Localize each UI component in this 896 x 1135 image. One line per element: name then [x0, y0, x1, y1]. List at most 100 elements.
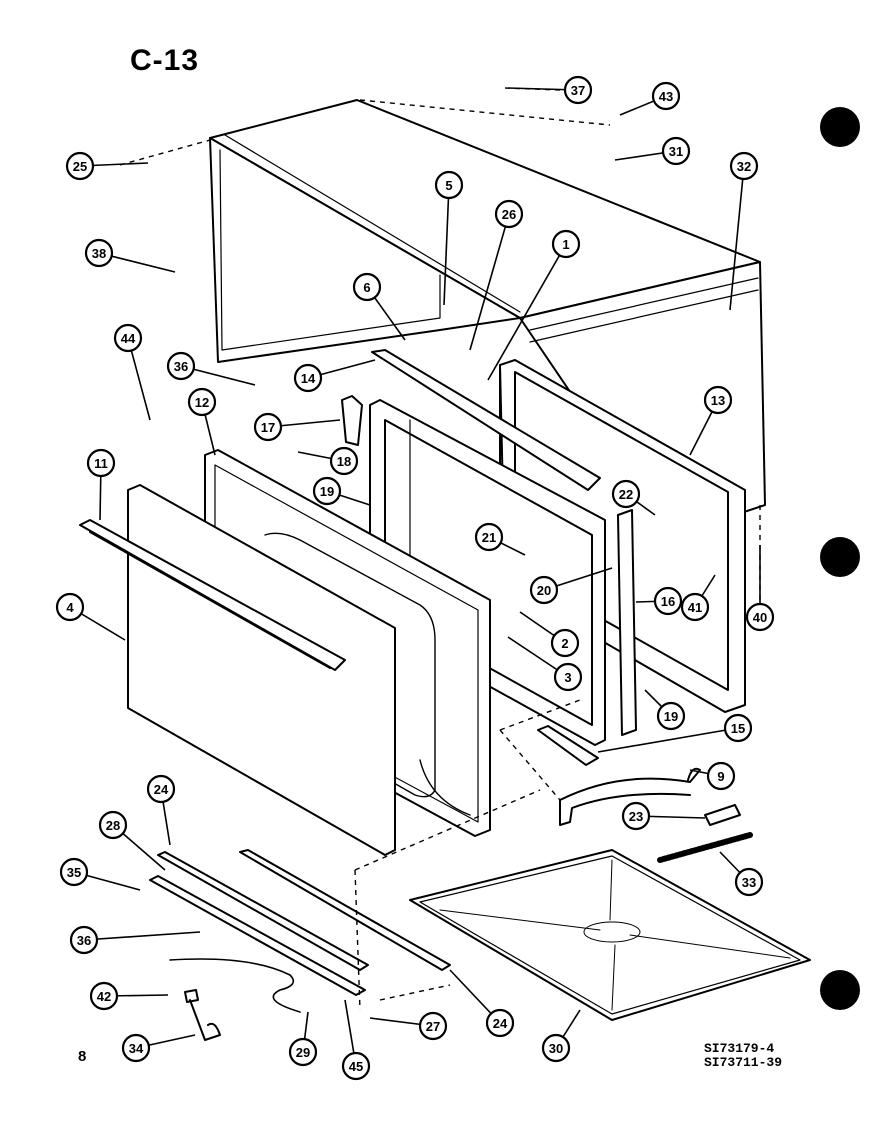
callout-20: 20 — [529, 567, 613, 605]
binder-hole — [820, 970, 860, 1010]
callout-15: 15 — [597, 713, 753, 753]
callout-circle — [551, 229, 581, 259]
callout-5: 5 — [434, 170, 464, 306]
callout-label: 18 — [337, 454, 351, 469]
callout-label: 2 — [561, 636, 568, 651]
callout-label: 37 — [571, 83, 585, 98]
callout-label: 16 — [661, 594, 675, 609]
callout-18: 18 — [297, 446, 359, 476]
callout-circle — [59, 857, 89, 887]
callout-28: 28 — [98, 810, 166, 871]
leader-line — [469, 213, 510, 351]
callout-42: 42 — [89, 981, 169, 1011]
callout-19: 19 — [644, 689, 686, 731]
callout-3: 3 — [507, 636, 583, 692]
callout-label: 42 — [97, 989, 111, 1004]
callout-circle — [288, 1037, 318, 1067]
callout-label: 1 — [562, 237, 569, 252]
callout-label: 38 — [92, 246, 106, 261]
callout-1: 1 — [487, 229, 581, 381]
callout-label: 36 — [174, 359, 188, 374]
callout-circle — [494, 199, 524, 229]
callout-34: 34 — [121, 1033, 196, 1063]
callout-circle — [113, 323, 143, 353]
callout-label: 43 — [659, 89, 673, 104]
callout-label: 30 — [549, 1041, 563, 1056]
callout-label: 15 — [731, 721, 745, 736]
callout-circle — [651, 81, 681, 111]
callout-40: 40 — [745, 545, 775, 632]
callout-31: 31 — [614, 136, 691, 166]
callout-circle — [86, 448, 116, 478]
callout-38: 38 — [84, 238, 176, 273]
callout-circle — [653, 586, 683, 616]
callout-label: 27 — [426, 1019, 440, 1034]
callout-6: 6 — [352, 272, 406, 341]
callout-circle — [65, 151, 95, 181]
callout-circle — [611, 479, 641, 509]
leader-line — [83, 931, 201, 941]
callout-25: 25 — [65, 151, 149, 181]
callout-26: 26 — [469, 199, 524, 351]
callout-circle — [563, 75, 593, 105]
callout-label: 22 — [619, 487, 633, 502]
callout-14: 14 — [293, 359, 376, 393]
cabinet-left-side-panel — [209, 137, 521, 363]
door-handle — [79, 519, 346, 671]
bracket — [341, 395, 363, 446]
callout-circle — [312, 476, 342, 506]
callout-label: 36 — [77, 933, 91, 948]
callout-label: 19 — [664, 709, 678, 724]
binder-hole — [820, 537, 860, 577]
binder-hole — [820, 107, 860, 147]
callout-label: 11 — [94, 456, 108, 471]
liner-strip — [617, 509, 637, 736]
callout-label: 3 — [564, 670, 571, 685]
callout-label: 13 — [711, 393, 725, 408]
callout-label: 4 — [66, 600, 74, 615]
callout-circle — [541, 1033, 571, 1063]
callout-circle — [352, 272, 382, 302]
reference-code-1: SI73179-4 — [704, 1041, 775, 1056]
callout-label: 5 — [445, 178, 452, 193]
bottom-tray — [409, 849, 811, 1021]
callout-circle — [55, 592, 85, 622]
callout-circle — [745, 602, 775, 632]
wire-harness — [169, 958, 301, 1013]
callout-35: 35 — [59, 857, 141, 891]
leader-line — [729, 165, 745, 311]
callout-24: 24 — [146, 774, 176, 846]
callout-41: 41 — [680, 574, 716, 622]
callout-44: 44 — [113, 323, 151, 421]
callout-label: 17 — [261, 420, 275, 435]
hinge-strips — [149, 849, 451, 996]
callout-label: 23 — [629, 809, 643, 824]
callout-circle — [734, 867, 764, 897]
callout-label: 20 — [537, 583, 551, 598]
callout-32: 32 — [729, 151, 759, 311]
callout-label: 31 — [669, 144, 683, 159]
callout-label: 45 — [349, 1059, 363, 1074]
callout-label: 21 — [482, 530, 496, 545]
callout-13: 13 — [689, 385, 733, 456]
callout-circle — [434, 170, 464, 200]
callout-21: 21 — [474, 522, 526, 556]
callout-label: 29 — [296, 1045, 310, 1060]
page-number: 8 — [78, 1048, 87, 1065]
callout-30: 30 — [541, 1009, 581, 1063]
callout-circle — [656, 701, 686, 731]
callout-circle — [98, 810, 128, 840]
callout-9: 9 — [689, 761, 736, 791]
callout-circle — [418, 1011, 448, 1041]
callout-label: 12 — [195, 395, 209, 410]
callout-circle — [121, 1033, 151, 1063]
callout-27: 27 — [369, 1011, 448, 1041]
callout-label: 44 — [121, 331, 136, 346]
callout-label: 9 — [717, 769, 724, 784]
callout-circle — [550, 628, 580, 658]
callout-circle — [529, 575, 559, 605]
callout-19: 19 — [312, 476, 371, 506]
callout-12: 12 — [187, 387, 217, 456]
callout-circle — [485, 1008, 515, 1038]
